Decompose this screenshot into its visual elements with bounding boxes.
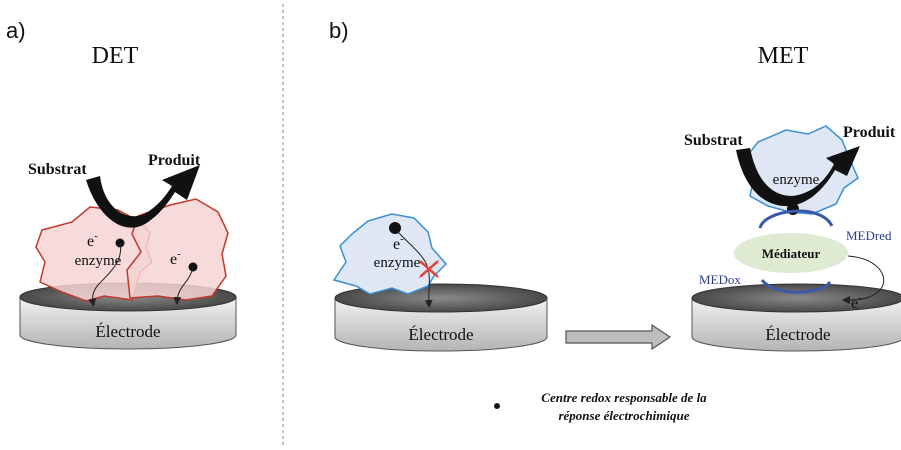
left-electron: e- bbox=[393, 233, 404, 253]
blocked-transfer-icon bbox=[418, 259, 440, 279]
det-product-label: Produit bbox=[148, 152, 201, 169]
left-electrode-label: Électrode bbox=[408, 325, 473, 344]
right-electron: e- bbox=[851, 292, 862, 312]
legend-redox-dot bbox=[494, 403, 500, 409]
det-electron-2: e- bbox=[170, 248, 181, 268]
met-product-label: Produit bbox=[843, 124, 896, 141]
left-enzyme-label: enzyme bbox=[374, 255, 421, 271]
left-redox-center bbox=[389, 222, 401, 234]
det-electrode-label: Électrode bbox=[95, 322, 160, 341]
met-substrate-arrow bbox=[736, 146, 860, 207]
med-upper-arc bbox=[758, 209, 834, 229]
det-title: DET bbox=[92, 43, 139, 69]
transition-arrow bbox=[565, 323, 672, 351]
right-enzyme-label: enzyme bbox=[773, 172, 820, 188]
det-substrate-label: Substrat bbox=[28, 161, 87, 178]
met-right-electrode: Électrode bbox=[691, 283, 901, 352]
med-red-label: MEDred bbox=[846, 228, 892, 243]
det-electron-path-1 bbox=[88, 242, 122, 307]
panel-a-letter: a) bbox=[6, 18, 26, 43]
det-electron-1: e- bbox=[87, 230, 98, 250]
legend-line-2: réponse électrochimique bbox=[558, 408, 689, 423]
med-lower-arc bbox=[760, 278, 832, 294]
met-left-electrode: Électrode bbox=[334, 283, 548, 352]
legend-line-1: Centre redox responsable de la bbox=[541, 390, 707, 405]
mediator-electron-path bbox=[842, 255, 885, 304]
det-enzyme-2 bbox=[126, 198, 229, 301]
mediator-ellipse bbox=[734, 233, 848, 273]
mediator-label: Médiateur bbox=[762, 246, 821, 261]
left-enzyme bbox=[332, 213, 448, 295]
right-electrode-label: Électrode bbox=[765, 325, 830, 344]
med-ox-label: MEDox bbox=[699, 272, 741, 287]
det-substrate-arrow bbox=[86, 165, 200, 228]
det-electron-path-2 bbox=[173, 266, 194, 305]
met-title: MET bbox=[758, 43, 809, 69]
met-substrate-label: Substrat bbox=[684, 132, 743, 149]
panel-b-letter: b) bbox=[329, 18, 349, 43]
det-enzyme-label: enzyme bbox=[75, 253, 122, 269]
